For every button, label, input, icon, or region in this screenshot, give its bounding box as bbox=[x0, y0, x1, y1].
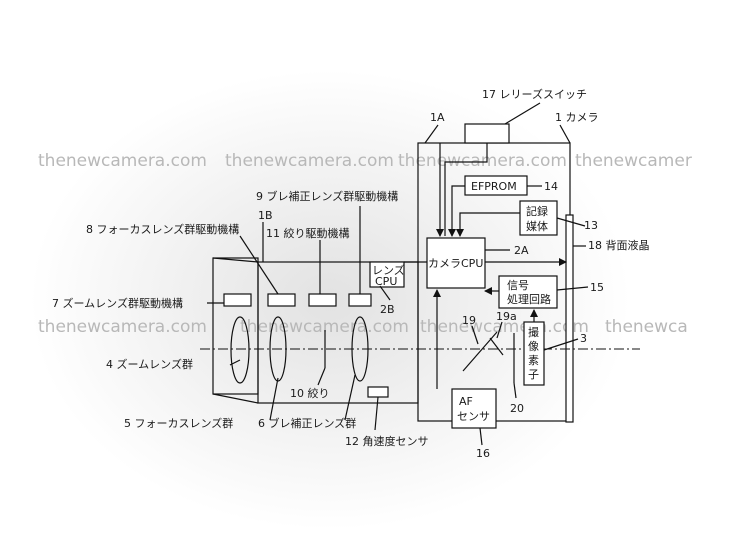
recording-media-label: 媒体 bbox=[526, 219, 548, 233]
label-aperture: 10 絞り bbox=[290, 386, 330, 400]
barrel-edge bbox=[212, 393, 259, 404]
image-sensor-label: 像 bbox=[528, 340, 539, 353]
label-19a: 19a bbox=[496, 310, 517, 323]
leader-line bbox=[556, 286, 589, 291]
leader-line bbox=[374, 396, 379, 431]
signal-processor-label: 処理回路 bbox=[507, 293, 551, 306]
label-blur-drive: 9 ブレ補正レンズ群駆動機構 bbox=[256, 189, 398, 203]
watermark-text: thenewcamera.com bbox=[398, 151, 567, 171]
blur-drive-box bbox=[348, 293, 372, 307]
label-zoom-drive: 7 ズームレンズ群駆動機構 bbox=[52, 296, 183, 310]
label-20: 20 bbox=[510, 402, 524, 415]
stabilizer-lens bbox=[351, 316, 369, 382]
label-2b: 2B bbox=[380, 303, 395, 316]
image-sensor-label: 素 bbox=[528, 354, 539, 367]
efprom-label: EFPROM bbox=[471, 180, 517, 193]
leader-line bbox=[424, 124, 439, 144]
watermark-text: thenewcamera.com bbox=[38, 317, 207, 337]
label-13: 13 bbox=[584, 219, 598, 232]
focus-drive-box bbox=[267, 293, 296, 307]
leader-line bbox=[543, 338, 579, 351]
watermark-text: thenewca bbox=[605, 317, 688, 337]
lens-cpu-box bbox=[369, 261, 405, 288]
leader-line bbox=[513, 382, 517, 399]
camera-cpu-box bbox=[426, 237, 486, 289]
af-sensor-label: センサ bbox=[457, 410, 490, 423]
leader-line bbox=[496, 321, 503, 339]
leader-line bbox=[556, 217, 586, 227]
label-rear-lcd: 18 背面液晶 bbox=[588, 238, 650, 252]
signal-processor-label: 信号 bbox=[507, 279, 529, 292]
leader-line bbox=[239, 235, 279, 295]
camera-cpu-label: カメラCPU bbox=[428, 257, 483, 270]
media-to-cpu-line bbox=[456, 212, 520, 237]
leader-line bbox=[379, 285, 391, 301]
label-release-switch: 17 レリーズスイッチ bbox=[482, 87, 587, 101]
label-1b: 1B bbox=[258, 209, 273, 222]
lens-cpu-label: レンズ bbox=[372, 263, 405, 277]
label-3: 3 bbox=[580, 332, 587, 345]
watermark-text: thenewcamera.com bbox=[38, 151, 207, 171]
leader-line bbox=[471, 325, 479, 345]
sub-mirror bbox=[489, 337, 504, 356]
label-14: 14 bbox=[544, 180, 558, 193]
barrel-edge bbox=[212, 257, 259, 263]
leader-line bbox=[317, 367, 326, 386]
label-blur-group: 6 ブレ補正レンズ群 bbox=[258, 416, 356, 430]
af-sensor-label: AF bbox=[459, 395, 473, 408]
gyro-sensor-box bbox=[367, 386, 389, 398]
signal-processor-box bbox=[498, 275, 558, 309]
leader-line bbox=[229, 359, 241, 366]
efprom-to-cpu-line bbox=[448, 185, 465, 237]
af-sensor-box bbox=[451, 388, 497, 429]
main-mirror bbox=[462, 331, 498, 372]
recording-media-label: 記録 bbox=[526, 204, 548, 218]
image-sensor-label: 撮 bbox=[528, 325, 539, 339]
label-aperture-drive: 11 絞り駆動機構 bbox=[266, 226, 350, 240]
release-line bbox=[444, 143, 488, 236]
label-focus-group: 5 フォーカスレンズ群 bbox=[124, 416, 233, 430]
leader-line bbox=[269, 377, 279, 421]
lens-barrel bbox=[257, 261, 419, 404]
recording-media-box bbox=[519, 200, 558, 236]
label-zoom-group: 4 ズームレンズ群 bbox=[106, 357, 193, 371]
label-16: 16 bbox=[476, 447, 490, 460]
rear-lcd-panel bbox=[565, 214, 574, 423]
aperture-drive-box bbox=[308, 293, 337, 307]
watermark-text: thenewcamer bbox=[575, 151, 692, 171]
label-camera: 1 カメラ bbox=[555, 111, 599, 124]
label-2a: 2A bbox=[514, 244, 529, 257]
image-sensor-label: 子 bbox=[528, 368, 539, 381]
zoom-drive-box bbox=[223, 293, 252, 307]
label-1a: 1A bbox=[430, 111, 445, 124]
label-15: 15 bbox=[590, 281, 604, 294]
leader-line bbox=[504, 102, 541, 125]
watermark-text: thenewcamera.com bbox=[420, 317, 589, 337]
leader-line bbox=[479, 427, 483, 446]
label-focus-drive: 8 フォーカスレンズ群駆動機構 bbox=[86, 222, 239, 236]
leader-line bbox=[559, 124, 571, 144]
watermark-text: thenewcamera.com bbox=[225, 151, 394, 171]
label-gyro: 12 角速度センサ bbox=[345, 434, 429, 448]
label-19: 19 bbox=[462, 314, 476, 327]
lens-cpu-label: CPU bbox=[375, 275, 397, 288]
leader-line bbox=[344, 374, 356, 421]
release-switch-box bbox=[464, 123, 510, 144]
zoom-lens bbox=[230, 316, 250, 384]
